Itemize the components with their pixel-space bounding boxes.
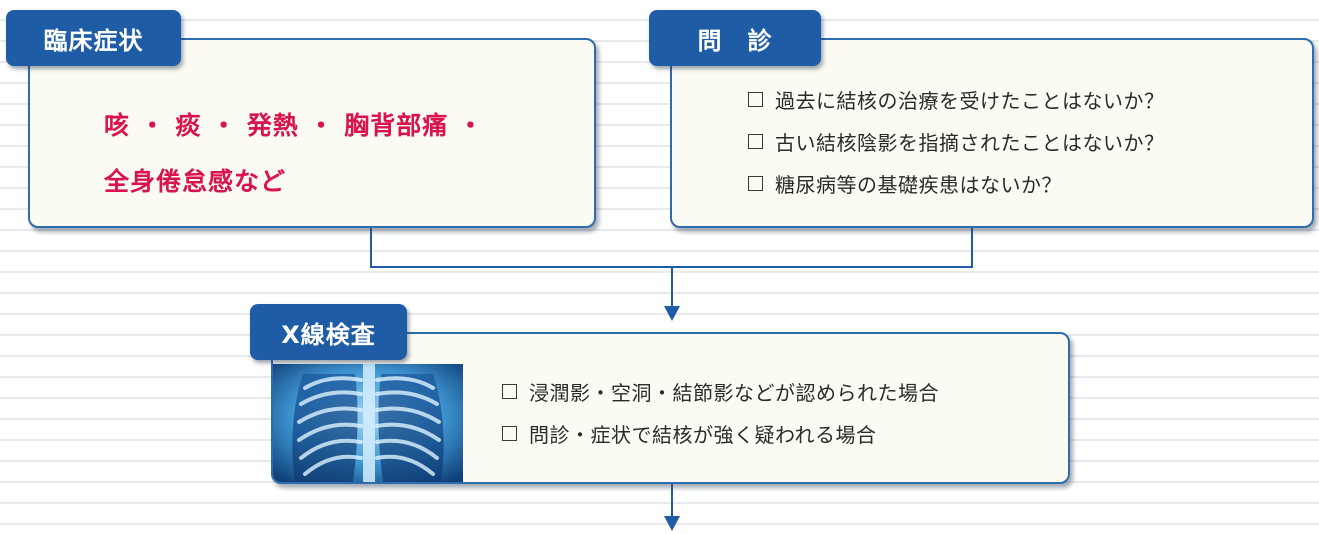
- merge-connector-line: [370, 228, 973, 268]
- interview-tab: 問 診: [649, 10, 821, 66]
- down-arrow-icon: [664, 306, 680, 321]
- interview-item: 古い結核陰影を指摘されたことはないか？: [748, 120, 1165, 162]
- interview-item-text: 古い結核陰影を指摘されたことはないか？: [775, 130, 1165, 155]
- xray-item-text: 浸潤影・空洞・結節影などが認められた場合: [529, 380, 939, 405]
- xray-item-text: 問診・症状で結核が強く疑われる場合: [529, 422, 877, 447]
- checkbox-icon: [502, 383, 517, 399]
- symptoms-line-1: 咳 ・ 痰 ・ 発熱 ・ 胸背部痛 ・: [104, 111, 484, 140]
- xray-item: 問診・症状で結核が強く疑われる場合: [502, 412, 939, 454]
- interview-item-text: 糖尿病等の基礎疾患はないか？: [775, 172, 1062, 197]
- interview-item: 糖尿病等の基礎疾患はないか？: [748, 162, 1165, 204]
- checkbox-icon: [748, 91, 763, 107]
- checkbox-icon: [748, 175, 763, 191]
- symptoms-text: 咳 ・ 痰 ・ 発熱 ・ 胸背部痛 ・ 全身倦怠感など: [104, 98, 544, 210]
- down-arrow-bottom-icon: [664, 516, 680, 531]
- symptoms-line-2: 全身倦怠感など: [104, 167, 287, 196]
- clinical-symptoms-card: [28, 38, 596, 228]
- clinical-symptoms-title: 臨床症状: [43, 26, 144, 55]
- xray-checklist: 浸潤影・空洞・結節影などが認められた場合 問診・症状で結核が強く疑われる場合: [502, 370, 939, 454]
- interview-item: 過去に結核の治療を受けたことはないか？: [748, 78, 1165, 120]
- interview-card: [670, 38, 1314, 228]
- checkbox-icon: [502, 425, 517, 441]
- interview-checklist: 過去に結核の治療を受けたことはないか？ 古い結核陰影を指摘されたことはないか？ …: [748, 78, 1165, 204]
- xray-title: X線検査: [281, 320, 376, 349]
- chest-xray-image: [273, 364, 463, 482]
- clinical-symptoms-tab: 臨床症状: [6, 10, 181, 66]
- xray-item: 浸潤影・空洞・結節影などが認められた場合: [502, 370, 939, 412]
- interview-item-text: 過去に結核の治療を受けたことはないか？: [775, 88, 1165, 113]
- xray-tab: X線検査: [250, 304, 407, 360]
- interview-title: 問 診: [697, 26, 773, 55]
- checkbox-icon: [748, 133, 763, 149]
